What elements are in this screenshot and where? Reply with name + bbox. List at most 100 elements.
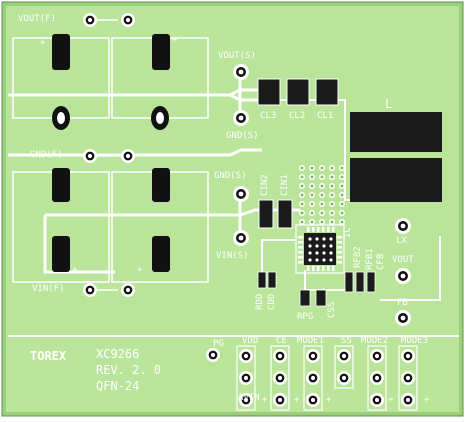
label-cl2: CL2 — [289, 111, 306, 121]
cap-cl2 — [286, 78, 310, 106]
via — [299, 192, 305, 198]
via — [339, 210, 345, 216]
label-cfb: CFB — [376, 253, 386, 270]
ic-lead — [298, 241, 303, 244]
trace-ic-left — [261, 239, 295, 275]
pad-vin-f-2 — [121, 283, 135, 297]
ic-lead — [312, 266, 315, 271]
ic-lead — [298, 251, 303, 254]
label-cl3: CL3 — [260, 111, 277, 121]
label-mode2: MODE2 — [361, 336, 389, 346]
plus-mark-5: + — [294, 395, 300, 405]
ic-lead — [298, 236, 303, 239]
ic-thermal-via — [315, 251, 319, 255]
via — [309, 192, 315, 198]
res-rfb2 — [344, 271, 354, 293]
ic-lead — [317, 266, 320, 271]
via — [299, 219, 305, 225]
ic-thermal-via — [308, 251, 312, 255]
header-pin — [370, 349, 384, 363]
label-rpg: RPG — [297, 312, 314, 322]
header-pin — [370, 371, 384, 385]
via — [299, 210, 305, 216]
isolation-gap-vin — [43, 215, 115, 274]
inductor-l-stripe — [350, 152, 442, 158]
via — [339, 174, 345, 180]
via — [329, 165, 335, 171]
via — [329, 210, 335, 216]
pad-vout-f-2 — [121, 13, 135, 27]
torex-logo: TOREX — [30, 349, 67, 363]
label-cin1: CIN1 — [280, 174, 290, 196]
pad-vout-s — [233, 64, 249, 80]
title-rev: REV. 2. 0 — [96, 363, 162, 377]
isolation-gap-mid — [8, 148, 262, 157]
header-pin — [239, 393, 253, 407]
ic-lead — [327, 227, 330, 232]
plus-mark-8: + — [424, 395, 430, 405]
pad-pg — [206, 348, 220, 362]
header-pin — [273, 349, 287, 363]
ic-lead — [322, 227, 325, 232]
pad-gnd-s-mid — [233, 186, 249, 202]
ic-thermal-via — [322, 251, 326, 255]
pad-gnd-s-top — [233, 110, 249, 126]
via — [309, 183, 315, 189]
ic-lead — [337, 246, 342, 249]
label-vdd: VDD — [242, 336, 259, 346]
header-pin — [273, 393, 287, 407]
label-css: CSS — [327, 301, 337, 318]
ic-thermal-via — [308, 237, 312, 241]
label-gnd-f: GND(F) — [30, 150, 63, 160]
pad-fb — [395, 310, 411, 326]
ic-thermal-via — [329, 237, 333, 241]
ic-thermal-via — [315, 237, 319, 241]
ic-thermal-via — [315, 244, 319, 248]
cap-cdd — [267, 271, 277, 289]
via — [329, 201, 335, 207]
plus-mark-7: + — [388, 395, 394, 405]
header-pin — [370, 393, 384, 407]
via — [319, 210, 325, 216]
cap-cin2 — [258, 199, 274, 229]
label-mode1: MODE1 — [297, 336, 325, 346]
ic-lead — [298, 261, 303, 264]
label-vout-s: VOUT(S) — [218, 51, 256, 61]
ic-lead — [317, 227, 320, 232]
via — [299, 183, 305, 189]
ic-lead — [307, 266, 310, 271]
cap-cfb — [366, 271, 376, 293]
via — [319, 183, 325, 189]
cap-css — [315, 289, 327, 307]
ic-lead — [332, 266, 335, 271]
via — [299, 165, 305, 171]
label-cin2: CIN2 — [260, 174, 270, 196]
ic-lead — [312, 227, 315, 232]
label-vin-f: VIN(F) — [32, 284, 65, 294]
plus-mark-3: + — [72, 265, 78, 275]
label-lx: LX — [396, 236, 407, 246]
label-ss: SS — [341, 336, 352, 346]
ic-thermal-via — [315, 258, 319, 262]
cap-pad-br-bot — [152, 236, 170, 272]
label-ce: CE — [276, 336, 287, 346]
plus-mark-6: + — [326, 395, 332, 405]
via — [329, 183, 335, 189]
via — [339, 219, 345, 225]
res-rpg — [299, 289, 311, 307]
pad-vin-s — [233, 230, 249, 246]
pad-gnd-f-2 — [121, 149, 135, 163]
via — [339, 192, 345, 198]
ic-thermal-via — [329, 258, 333, 262]
ic-thermal-grid — [298, 227, 342, 271]
via-field — [299, 165, 345, 225]
ic-lead — [332, 227, 335, 232]
label-fb: FB — [397, 298, 408, 308]
pad-vout — [395, 268, 411, 284]
cap-pad-tl-mid — [52, 106, 70, 130]
ic-lead — [337, 251, 342, 254]
ic-thermal-via — [322, 244, 326, 248]
header-pin — [306, 371, 320, 385]
title-part: XC9266 — [96, 347, 140, 361]
ic-thermal-via — [322, 237, 326, 241]
